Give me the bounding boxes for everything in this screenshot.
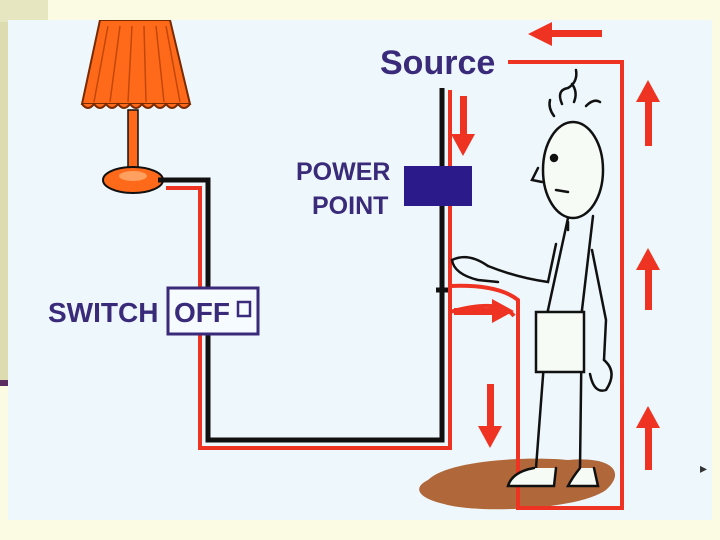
slide-top-corner: [0, 0, 48, 22]
partial-edge-glyph: ▸: [700, 460, 708, 476]
switch-state-label: OFF: [174, 297, 230, 328]
lamp-icon: [80, 20, 192, 194]
black-wire: [158, 88, 448, 443]
power-point-label-line1: POWER: [296, 158, 390, 186]
power-point-box: [404, 166, 472, 206]
switch-indicator-icon: [236, 300, 252, 318]
power-point-label-line2: POINT: [312, 192, 388, 220]
switch-box: [166, 286, 260, 336]
current-arrow-icon: [451, 22, 660, 470]
diagram-canvas: OFF SWITCH Source POWER POINT: [48, 20, 660, 510]
person-icon: [450, 68, 613, 488]
switch-label: SWITCH: [48, 297, 158, 328]
source-label: Source: [380, 44, 495, 82]
electric-shock-diagram: OFF SWITCH Source POWER POINT: [8, 20, 712, 520]
